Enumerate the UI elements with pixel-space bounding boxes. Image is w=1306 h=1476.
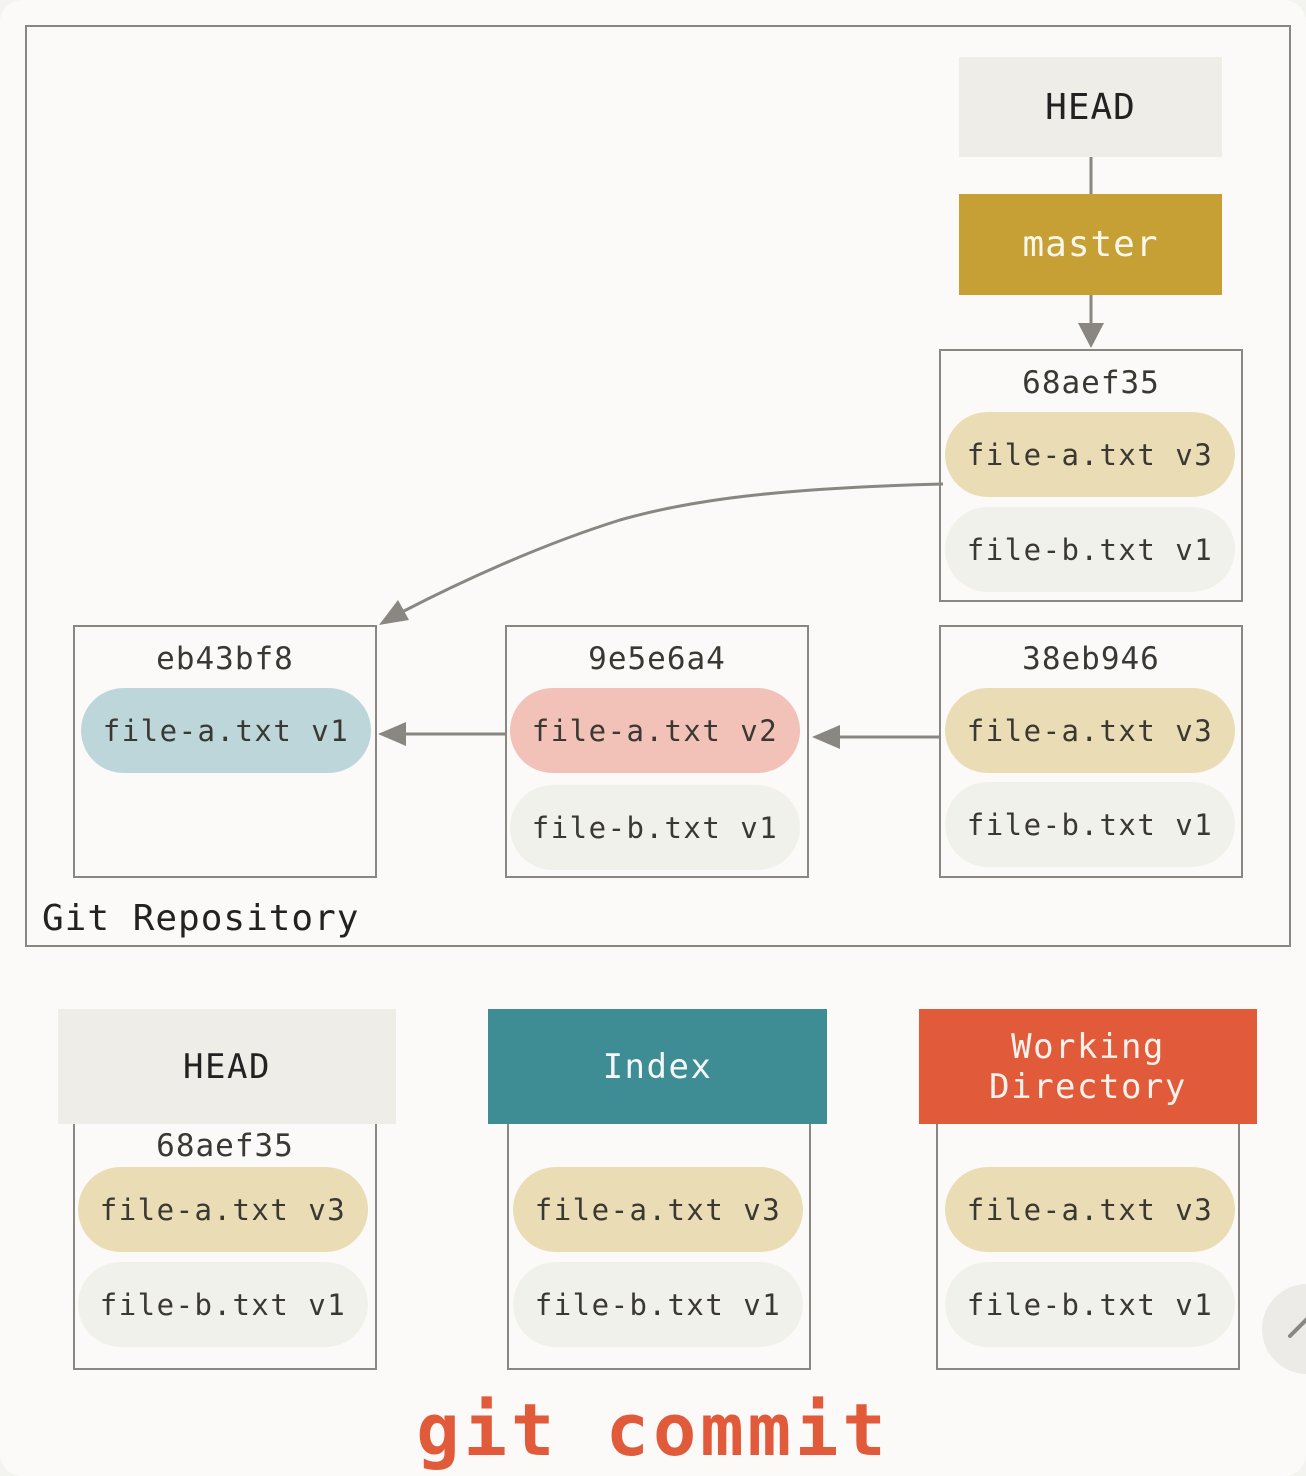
- file-pill: file-a.txt v3: [945, 688, 1235, 773]
- commit-id: 38eb946: [1022, 641, 1160, 677]
- file-pill: file-b.txt v1: [945, 1262, 1235, 1347]
- head-ref: HEAD: [959, 57, 1222, 157]
- git-command-caption: git commit: [416, 1388, 890, 1472]
- head-tree-body: 68aef35 file-a.txt v3 file-b.txt v1: [73, 1124, 377, 1370]
- file-pill: file-b.txt v1: [945, 507, 1235, 592]
- file-pill: file-a.txt v3: [945, 412, 1235, 497]
- head-tree-header: HEAD: [58, 1009, 396, 1124]
- commit-68aef35: 68aef35 file-a.txt v3 file-b.txt v1: [939, 349, 1243, 602]
- file-pill: file-a.txt v2: [510, 688, 800, 773]
- file-pill: file-a.txt v1: [81, 688, 371, 773]
- commit-id: 9e5e6a4: [588, 641, 726, 677]
- master-arrowhead: [1078, 323, 1104, 348]
- commit-id: eb43bf8: [156, 641, 294, 677]
- parent-arrowhead: [812, 725, 840, 749]
- parent-arrow-68aef35-to-eb43bf8: [401, 482, 944, 614]
- scroll-to-top-button[interactable]: [1262, 1284, 1306, 1374]
- parent-arrowhead: [379, 600, 409, 625]
- file-pill: file-a.txt v3: [945, 1167, 1235, 1252]
- file-pill: file-a.txt v3: [78, 1167, 368, 1252]
- file-pill: file-b.txt v1: [945, 782, 1235, 867]
- commit-38eb946: 38eb946 file-a.txt v3 file-b.txt v1: [939, 625, 1243, 878]
- parent-arrowhead: [378, 722, 406, 746]
- commit-id: 68aef35: [156, 1128, 294, 1164]
- commit-9e5e6a4: 9e5e6a4 file-a.txt v2 file-b.txt v1: [505, 625, 809, 878]
- arrow-up-icon: [1288, 1317, 1306, 1338]
- file-pill: file-b.txt v1: [513, 1262, 803, 1347]
- file-pill: file-a.txt v3: [513, 1167, 803, 1252]
- commit-id: 68aef35: [1022, 365, 1160, 401]
- file-pill: file-b.txt v1: [510, 785, 800, 870]
- working-directory-tree-body: file-a.txt v3 file-b.txt v1: [936, 1124, 1240, 1370]
- index-tree-header: Index: [488, 1009, 827, 1124]
- git-repository-label: Git Repository: [42, 898, 360, 939]
- master-branch-ref: master: [959, 194, 1222, 295]
- git-repository-frame: [25, 25, 1291, 947]
- file-pill: file-b.txt v1: [78, 1262, 368, 1347]
- index-tree-body: file-a.txt v3 file-b.txt v1: [507, 1124, 811, 1370]
- commit-eb43bf8: eb43bf8 file-a.txt v1: [73, 625, 377, 878]
- working-directory-tree-header: Working Directory: [919, 1009, 1257, 1124]
